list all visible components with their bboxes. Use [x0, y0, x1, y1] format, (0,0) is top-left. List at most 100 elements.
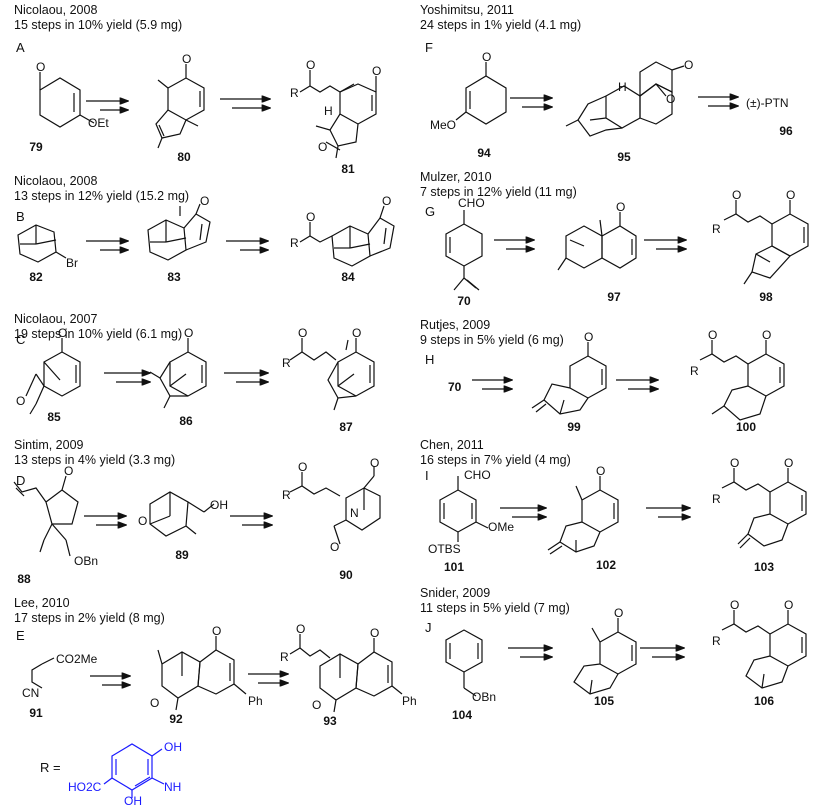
compound-103-structure — [721, 468, 807, 549]
compound-83-label: 83 — [167, 270, 181, 284]
atom-label-o: O — [370, 456, 380, 470]
atom-label-ph: Ph — [402, 694, 417, 708]
compound-83-structure — [147, 203, 211, 261]
atom-label-o: O — [298, 326, 308, 340]
atom-label-o: O — [786, 188, 796, 202]
compound-70-label: 70 — [457, 294, 471, 308]
compound-93-label: 93 — [323, 714, 337, 728]
atom-label-o: O — [784, 598, 794, 612]
compound-82-structure — [17, 224, 67, 263]
r-nh: NH — [164, 780, 182, 794]
atom-label-r: R — [712, 222, 721, 236]
compound-94-structure — [455, 62, 507, 125]
r-oh-bottom: OH — [124, 794, 142, 808]
panel-f-header: Yoshimitsu, 2011 24 steps in 1% yield (4… — [420, 3, 581, 33]
atom-label-o: O — [372, 64, 382, 78]
atom-label-r: R — [282, 488, 291, 502]
compound-88-structure — [13, 475, 79, 557]
atom-label-otbs: OTBS — [428, 542, 461, 556]
compound-89-label: 89 — [175, 548, 189, 562]
compound-81-label: 81 — [341, 162, 355, 176]
atom-label-o: O — [298, 460, 308, 474]
compound-102-label: 102 — [595, 558, 617, 572]
atom-label-br: Br — [66, 256, 78, 270]
atom-label-obn: OBn — [472, 690, 497, 704]
panel-e-summary: 17 steps in 2% yield (8 mg) — [14, 611, 165, 625]
atom-label-obn: OBn — [74, 554, 99, 568]
atom-label-o: O — [296, 622, 306, 636]
compound-95-structure — [565, 61, 685, 137]
panel-e-letter: E — [16, 628, 25, 643]
compound-90-label: 90 — [339, 568, 353, 582]
compound-98-structure — [723, 200, 809, 285]
panel-g-author: Mulzer, 2010 — [420, 170, 492, 184]
compound-93-structure — [289, 634, 403, 713]
atom-label-o: O — [616, 200, 626, 214]
panel-b-letter: B — [16, 209, 25, 224]
panel-a-header: Nicolaou, 2008 15 steps in 10% yield (5.… — [14, 3, 182, 33]
panel-f-author: Yoshimitsu, 2011 — [420, 3, 514, 17]
compound-92-label: 92 — [169, 712, 183, 726]
atom-label-o: O — [614, 606, 624, 620]
compound-97-label: 97 — [607, 290, 621, 304]
compound-101-label: 101 — [443, 560, 465, 574]
compound-86-structure — [149, 338, 207, 409]
atom-label-cho: CHO — [458, 196, 485, 210]
panel-e-author: Lee, 2010 — [14, 596, 70, 610]
atom-label-ph: Ph — [248, 694, 263, 708]
atom-label-n: N — [350, 506, 359, 520]
compound-90-structure — [289, 466, 381, 545]
compound-88-label: 88 — [17, 572, 31, 586]
atom-label-o: O — [330, 540, 340, 554]
compound-101-structure — [439, 476, 489, 542]
compound-87-label: 87 — [339, 420, 353, 434]
panel-a-summary: 15 steps in 10% yield (5.9 mg) — [14, 18, 183, 32]
atom-label-cho: CHO — [464, 468, 491, 482]
panel-g-letter: G — [425, 204, 436, 219]
r-oh-top: OH — [164, 740, 182, 754]
compound-80-label: 80 — [177, 150, 191, 164]
compound-104-structure — [445, 629, 483, 697]
panel-c-summary: 19 steps in 10% yield (6.1 mg) — [14, 327, 183, 341]
compound-105-structure — [573, 618, 637, 695]
atom-label-o: O — [212, 624, 222, 638]
compound-87-structure — [289, 338, 375, 411]
atom-label-r: R — [290, 236, 299, 250]
atom-label-o: O — [482, 50, 492, 64]
atom-label-ptn: (±)-PTN — [746, 96, 789, 110]
compound-99-label: 99 — [567, 420, 581, 434]
panel-h-summary: 9 steps in 5% yield (6 mg) — [420, 333, 564, 347]
compound-100-label: 100 — [735, 420, 757, 434]
atom-label-o: O — [150, 696, 160, 710]
compound-91-label: 91 — [29, 706, 43, 720]
panel-d-summary: 13 steps in 4% yield (3.3 mg) — [14, 453, 176, 467]
atom-label-o: O — [16, 394, 26, 408]
atom-label-o: O — [762, 328, 772, 342]
panel-g-summary: 7 steps in 12% yield (11 mg) — [420, 185, 577, 199]
panel-j-header: Snider, 2009 11 steps in 5% yield (7 mg) — [420, 586, 570, 616]
atom-label-o: O — [200, 194, 210, 208]
atom-label-h: H — [324, 104, 333, 118]
atom-label-r: R — [690, 364, 699, 378]
atom-label-o: O — [182, 52, 192, 66]
atom-label-o: O — [312, 698, 322, 712]
atom-label-o: O — [666, 92, 676, 106]
compound-89-structure — [149, 491, 215, 537]
atom-label-oh: OH — [210, 498, 228, 512]
atom-label-r: R — [280, 650, 289, 664]
compound-84-label: 84 — [341, 270, 355, 284]
panel-a-letter: A — [16, 40, 25, 55]
compound-106-structure — [721, 610, 807, 689]
panel-i-summary: 16 steps in 7% yield (4 mg) — [420, 453, 571, 467]
panel-g-header: Mulzer, 2010 7 steps in 12% yield (11 mg… — [420, 170, 577, 200]
panel-e-header: Lee, 2010 17 steps in 2% yield (8 mg) — [14, 596, 165, 626]
atom-label-cn: CN — [22, 686, 40, 700]
panel-h-author: Rutjes, 2009 — [420, 318, 491, 332]
panel-i-header: Chen, 2011 16 steps in 7% yield (4 mg) — [420, 438, 571, 468]
atom-label-o: O — [596, 464, 606, 478]
panel-d-letter: D — [16, 473, 26, 488]
compound-102-structure — [547, 476, 619, 555]
atom-label-o: O — [184, 326, 194, 340]
compound-104-label: 104 — [451, 708, 473, 722]
compound-95-label: 95 — [617, 150, 631, 164]
